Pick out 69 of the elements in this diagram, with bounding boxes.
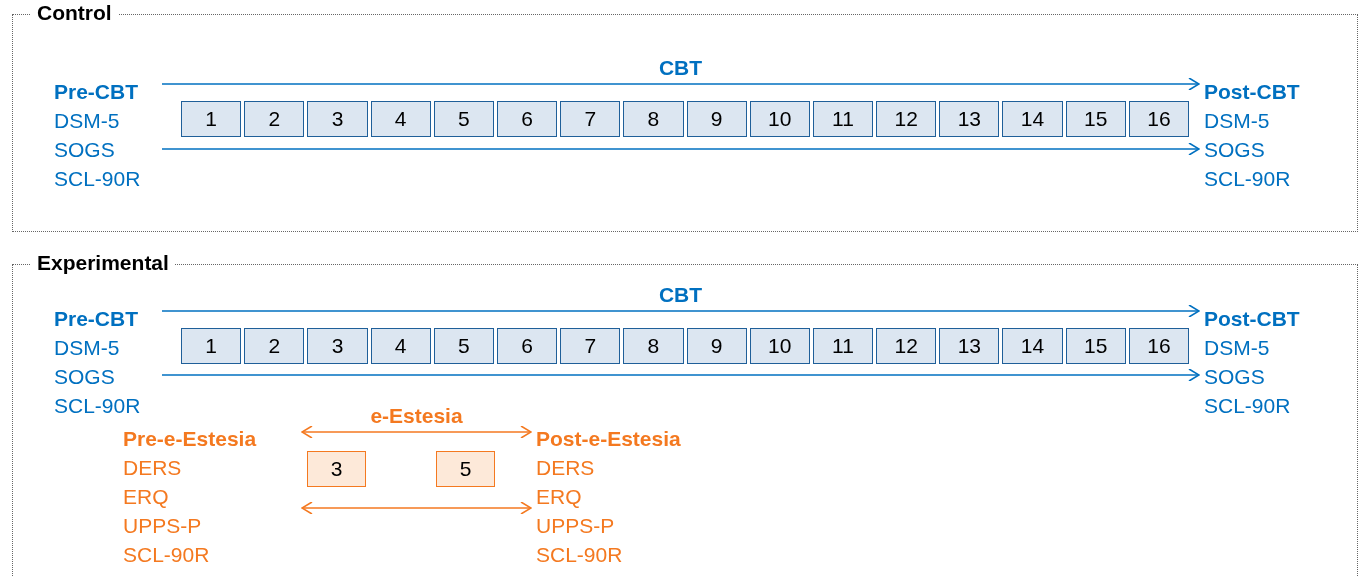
- measure-name: SCL-90R: [536, 542, 624, 568]
- phase-heading: Pre-CBT: [54, 306, 139, 332]
- session-box: 16: [1128, 328, 1189, 364]
- measure-name: SCL-90R: [1204, 166, 1292, 192]
- session-box: 13: [939, 101, 1000, 137]
- measure-name: SOGS: [1204, 364, 1266, 390]
- measure-name: SCL-90R: [123, 542, 211, 568]
- session-box: 4: [370, 328, 431, 364]
- measure-name: SOGS: [54, 137, 116, 163]
- measure-name: ERQ: [536, 484, 583, 510]
- measure-name: SOGS: [54, 364, 116, 390]
- session-box: 14: [1002, 328, 1063, 364]
- arrow: [161, 142, 1200, 156]
- measure-name: DSM-5: [54, 108, 121, 134]
- measure-name: DSM-5: [1204, 335, 1271, 361]
- session-box: 7: [560, 101, 621, 137]
- edge-label: CBT: [658, 56, 703, 80]
- session-box: 5: [433, 101, 494, 137]
- phase-heading: Post-e-Estesia: [536, 426, 682, 452]
- session-box: 8: [623, 101, 684, 137]
- session-box: 10: [749, 101, 810, 137]
- arrow: [301, 501, 532, 515]
- session-box: 12: [876, 101, 937, 137]
- session-box: 6: [496, 101, 558, 137]
- measure-name: DSM-5: [1204, 108, 1271, 134]
- arrow: [161, 304, 1200, 318]
- session-box: 3: [307, 328, 368, 364]
- measure-name: SCL-90R: [1204, 393, 1292, 419]
- session-box: 11: [812, 101, 874, 137]
- measure-name: SOGS: [1204, 137, 1266, 163]
- session-box: 3: [307, 101, 368, 137]
- measure-name: DERS: [123, 455, 183, 481]
- session-box: 7: [560, 328, 621, 364]
- session-box: 8: [623, 328, 684, 364]
- measure-name: SCL-90R: [54, 166, 142, 192]
- session-box: 1: [181, 101, 242, 137]
- session-box: 5: [433, 328, 494, 364]
- measure-name: UPPS-P: [536, 513, 616, 539]
- edge-label: e-Estesia: [370, 404, 463, 428]
- session-box: 5: [436, 451, 495, 487]
- measure-name: DSM-5: [54, 335, 121, 361]
- session-box: 16: [1128, 101, 1189, 137]
- session-box: 9: [686, 101, 747, 137]
- session-box: 9: [686, 328, 747, 364]
- session-box: 10: [749, 328, 810, 364]
- session-box: 15: [1065, 328, 1126, 364]
- phase-heading: Post-CBT: [1204, 306, 1301, 332]
- edge-label: CBT: [658, 283, 703, 307]
- session-box: 1: [181, 328, 242, 364]
- arrow: [161, 368, 1200, 382]
- measure-name: UPPS-P: [123, 513, 203, 539]
- session-box: 2: [244, 328, 305, 364]
- measure-name: ERQ: [123, 484, 170, 510]
- session-box: 6: [496, 328, 558, 364]
- session-box: 11: [812, 328, 874, 364]
- session-box: 15: [1065, 101, 1126, 137]
- phase-heading: Pre-CBT: [54, 79, 139, 105]
- session-box: 4: [370, 101, 431, 137]
- session-box: 2: [244, 101, 305, 137]
- phase-heading: Pre-e-Estesia: [123, 426, 258, 452]
- arrow: [301, 425, 532, 439]
- measure-name: DERS: [536, 455, 596, 481]
- session-box: 14: [1002, 101, 1063, 137]
- phase-heading: Post-CBT: [1204, 79, 1301, 105]
- measure-name: SCL-90R: [54, 393, 142, 419]
- session-box: 13: [939, 328, 1000, 364]
- session-box: 3: [307, 451, 366, 487]
- arrow: [161, 77, 1200, 91]
- session-box: 12: [876, 328, 937, 364]
